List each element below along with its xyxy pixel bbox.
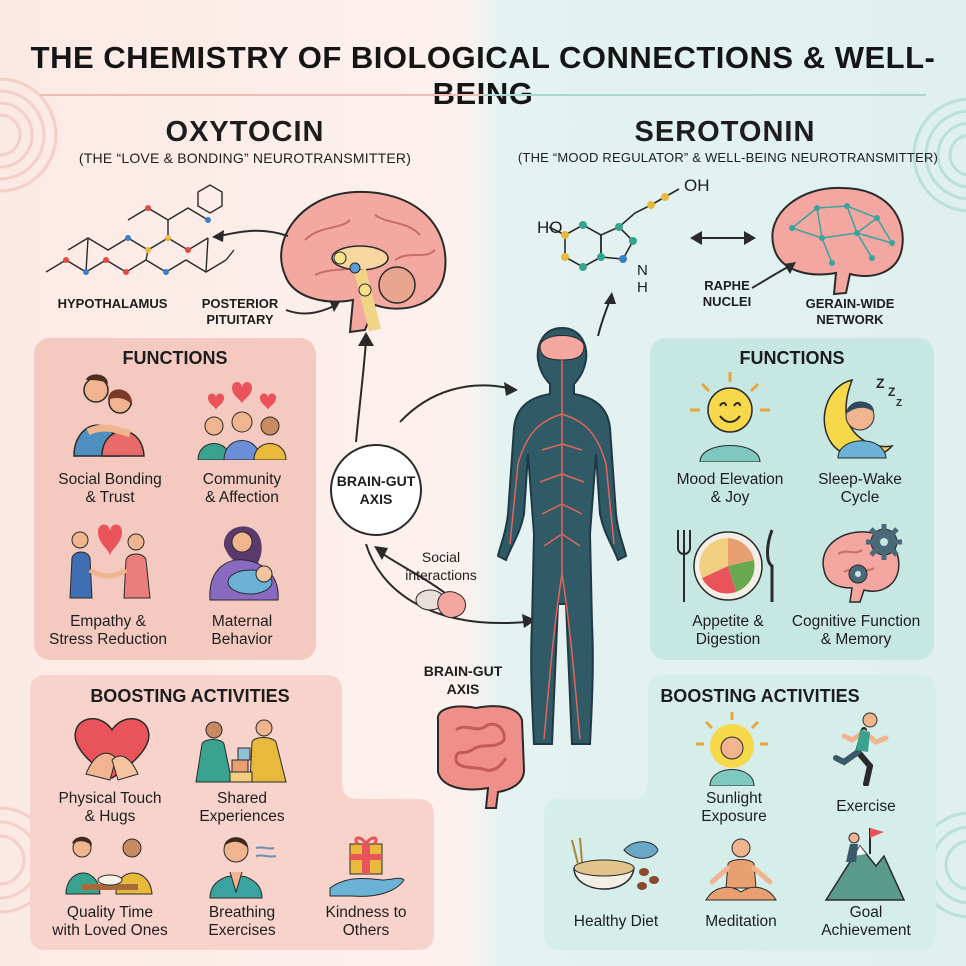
arrow-raphe-to-network-icon — [751, 262, 796, 289]
oxytocin-heading: OXYTOCIN — [165, 116, 325, 148]
brain-gut-axis-lower-label: BRAIN-GUT AXIS — [423, 663, 503, 697]
oxytocin-brain-icon — [280, 190, 447, 334]
group-hearts-icon — [197, 382, 287, 460]
function-community-label: Community & Affection — [202, 471, 282, 506]
posterior-pituitary-label: POSTERIOR PITUITARY — [201, 296, 279, 327]
arrow-to-pituitary-icon — [285, 302, 340, 315]
oxytocin-functions-title: FUNCTIONS — [122, 348, 228, 368]
meditation-icon — [705, 838, 777, 901]
serotonin-network-brain-icon — [771, 186, 904, 296]
social-brain-icon — [415, 589, 466, 619]
dining-together-icon — [65, 836, 153, 895]
mountain-flag-icon — [824, 828, 906, 901]
title-divider-left — [40, 94, 483, 96]
heart-hands-icon — [74, 718, 150, 781]
serotonin-functions-title: FUNCTIONS — [739, 348, 845, 368]
oxytocin-functions-panel — [34, 338, 316, 660]
amine-nh-label: N H — [637, 262, 648, 296]
runner-icon — [833, 712, 889, 786]
sunlight-person-icon — [696, 712, 768, 786]
arrow-body-to-molecule-icon — [597, 292, 616, 337]
function-mood-elevation-label: Mood Elevation & Joy — [676, 471, 784, 506]
function-sleep-wake-label: Sleep-Wake Cycle — [818, 471, 902, 506]
raphe-nuclei-label: RAPHE NUCLEI — [702, 278, 752, 309]
hydroxyl-ho-label: HO — [537, 218, 563, 237]
boost-shared-experiences-label: Shared Experiences — [199, 790, 285, 825]
gift-hand-icon — [329, 836, 405, 897]
boost-quality-time-label: Quality Time with Loved Ones — [52, 904, 168, 939]
brain-gut-axis-circle-label: BRAIN-GUT AXIS — [336, 473, 416, 507]
function-social-bonding-label: Social Bonding & Trust — [58, 471, 162, 506]
hugging-couple-icon — [73, 374, 145, 457]
oxytocin-molecule-icon — [45, 184, 235, 275]
double-arrow-icon — [690, 231, 756, 245]
intestines-icon — [436, 705, 526, 809]
function-maternal-label: Maternal Behavior — [211, 613, 273, 648]
breathing-icon — [209, 837, 277, 899]
serotonin-heading: SEROTONIN — [634, 116, 816, 148]
serotonin-molecule-icon — [548, 188, 680, 271]
boost-physical-touch-label: Physical Touch & Hugs — [58, 790, 162, 825]
moon-sleep-icon: Z Z Z — [823, 375, 902, 459]
brain-gears-icon — [822, 524, 902, 603]
function-appetite-label: Appetite & Digestion — [692, 613, 764, 648]
svg-text:Z: Z — [896, 398, 902, 409]
svg-text:Z: Z — [876, 375, 885, 391]
boost-exercise-label: Exercise — [836, 798, 896, 815]
human-body-nervous-system-icon — [496, 326, 628, 745]
page-title: THE CHEMISTRY OF BIOLOGICAL CONNECTIONS … — [30, 40, 936, 111]
brain-wide-network-label: GERAIN-WIDE NETWORK — [805, 296, 895, 327]
holding-hands-icon — [69, 524, 151, 599]
food-bowl-icon — [571, 837, 659, 890]
boost-sunlight-label: Sunlight Exposure — [701, 790, 767, 825]
boost-breathing-label: Breathing Exercises — [208, 904, 276, 939]
hypothalamus-label: HYPOTHALAMUS — [57, 296, 168, 311]
smiling-sun-icon — [690, 372, 770, 462]
swirl-decoration-icon — [912, 97, 966, 213]
brain-gut-axis-circle — [330, 444, 422, 536]
title-divider-right — [483, 94, 926, 96]
boost-goal-achievement-label: Goal Achievement — [821, 904, 911, 939]
serotonin-subtitle: (THE “MOOD REGULATOR” & WELL-BEING NEURO… — [517, 150, 939, 165]
oxytocin-subtitle: (THE “LOVE & BONDING” NEUROTRANSMITTER) — [78, 150, 412, 166]
plate-utensils-icon — [677, 529, 774, 602]
mother-child-icon — [209, 526, 279, 601]
serotonin-functions-panel — [650, 338, 934, 660]
boost-kindness-label: Kindness to Others — [325, 904, 407, 939]
function-empathy-label: Empathy & Stress Reduction — [48, 613, 168, 648]
function-cognitive-label: Cognitive Function & Memory — [791, 613, 921, 648]
oxytocin-boosting-title: BOOSTING ACTIVITIES — [90, 686, 290, 706]
shared-building-icon — [195, 719, 287, 783]
arrow-brain-to-molecule-icon — [212, 229, 289, 242]
svg-text:Z: Z — [888, 385, 895, 399]
boost-meditation-label: Meditation — [705, 913, 777, 930]
social-interactions-label: Social interactions — [405, 549, 477, 583]
boost-healthy-diet-label: Healthy Diet — [573, 913, 659, 930]
swirl-decoration-icon — [0, 77, 58, 193]
serotonin-boosting-title: BOOSTING ACTIVITIES — [660, 686, 860, 706]
hydroxyl-oh-label: OH — [684, 176, 710, 195]
